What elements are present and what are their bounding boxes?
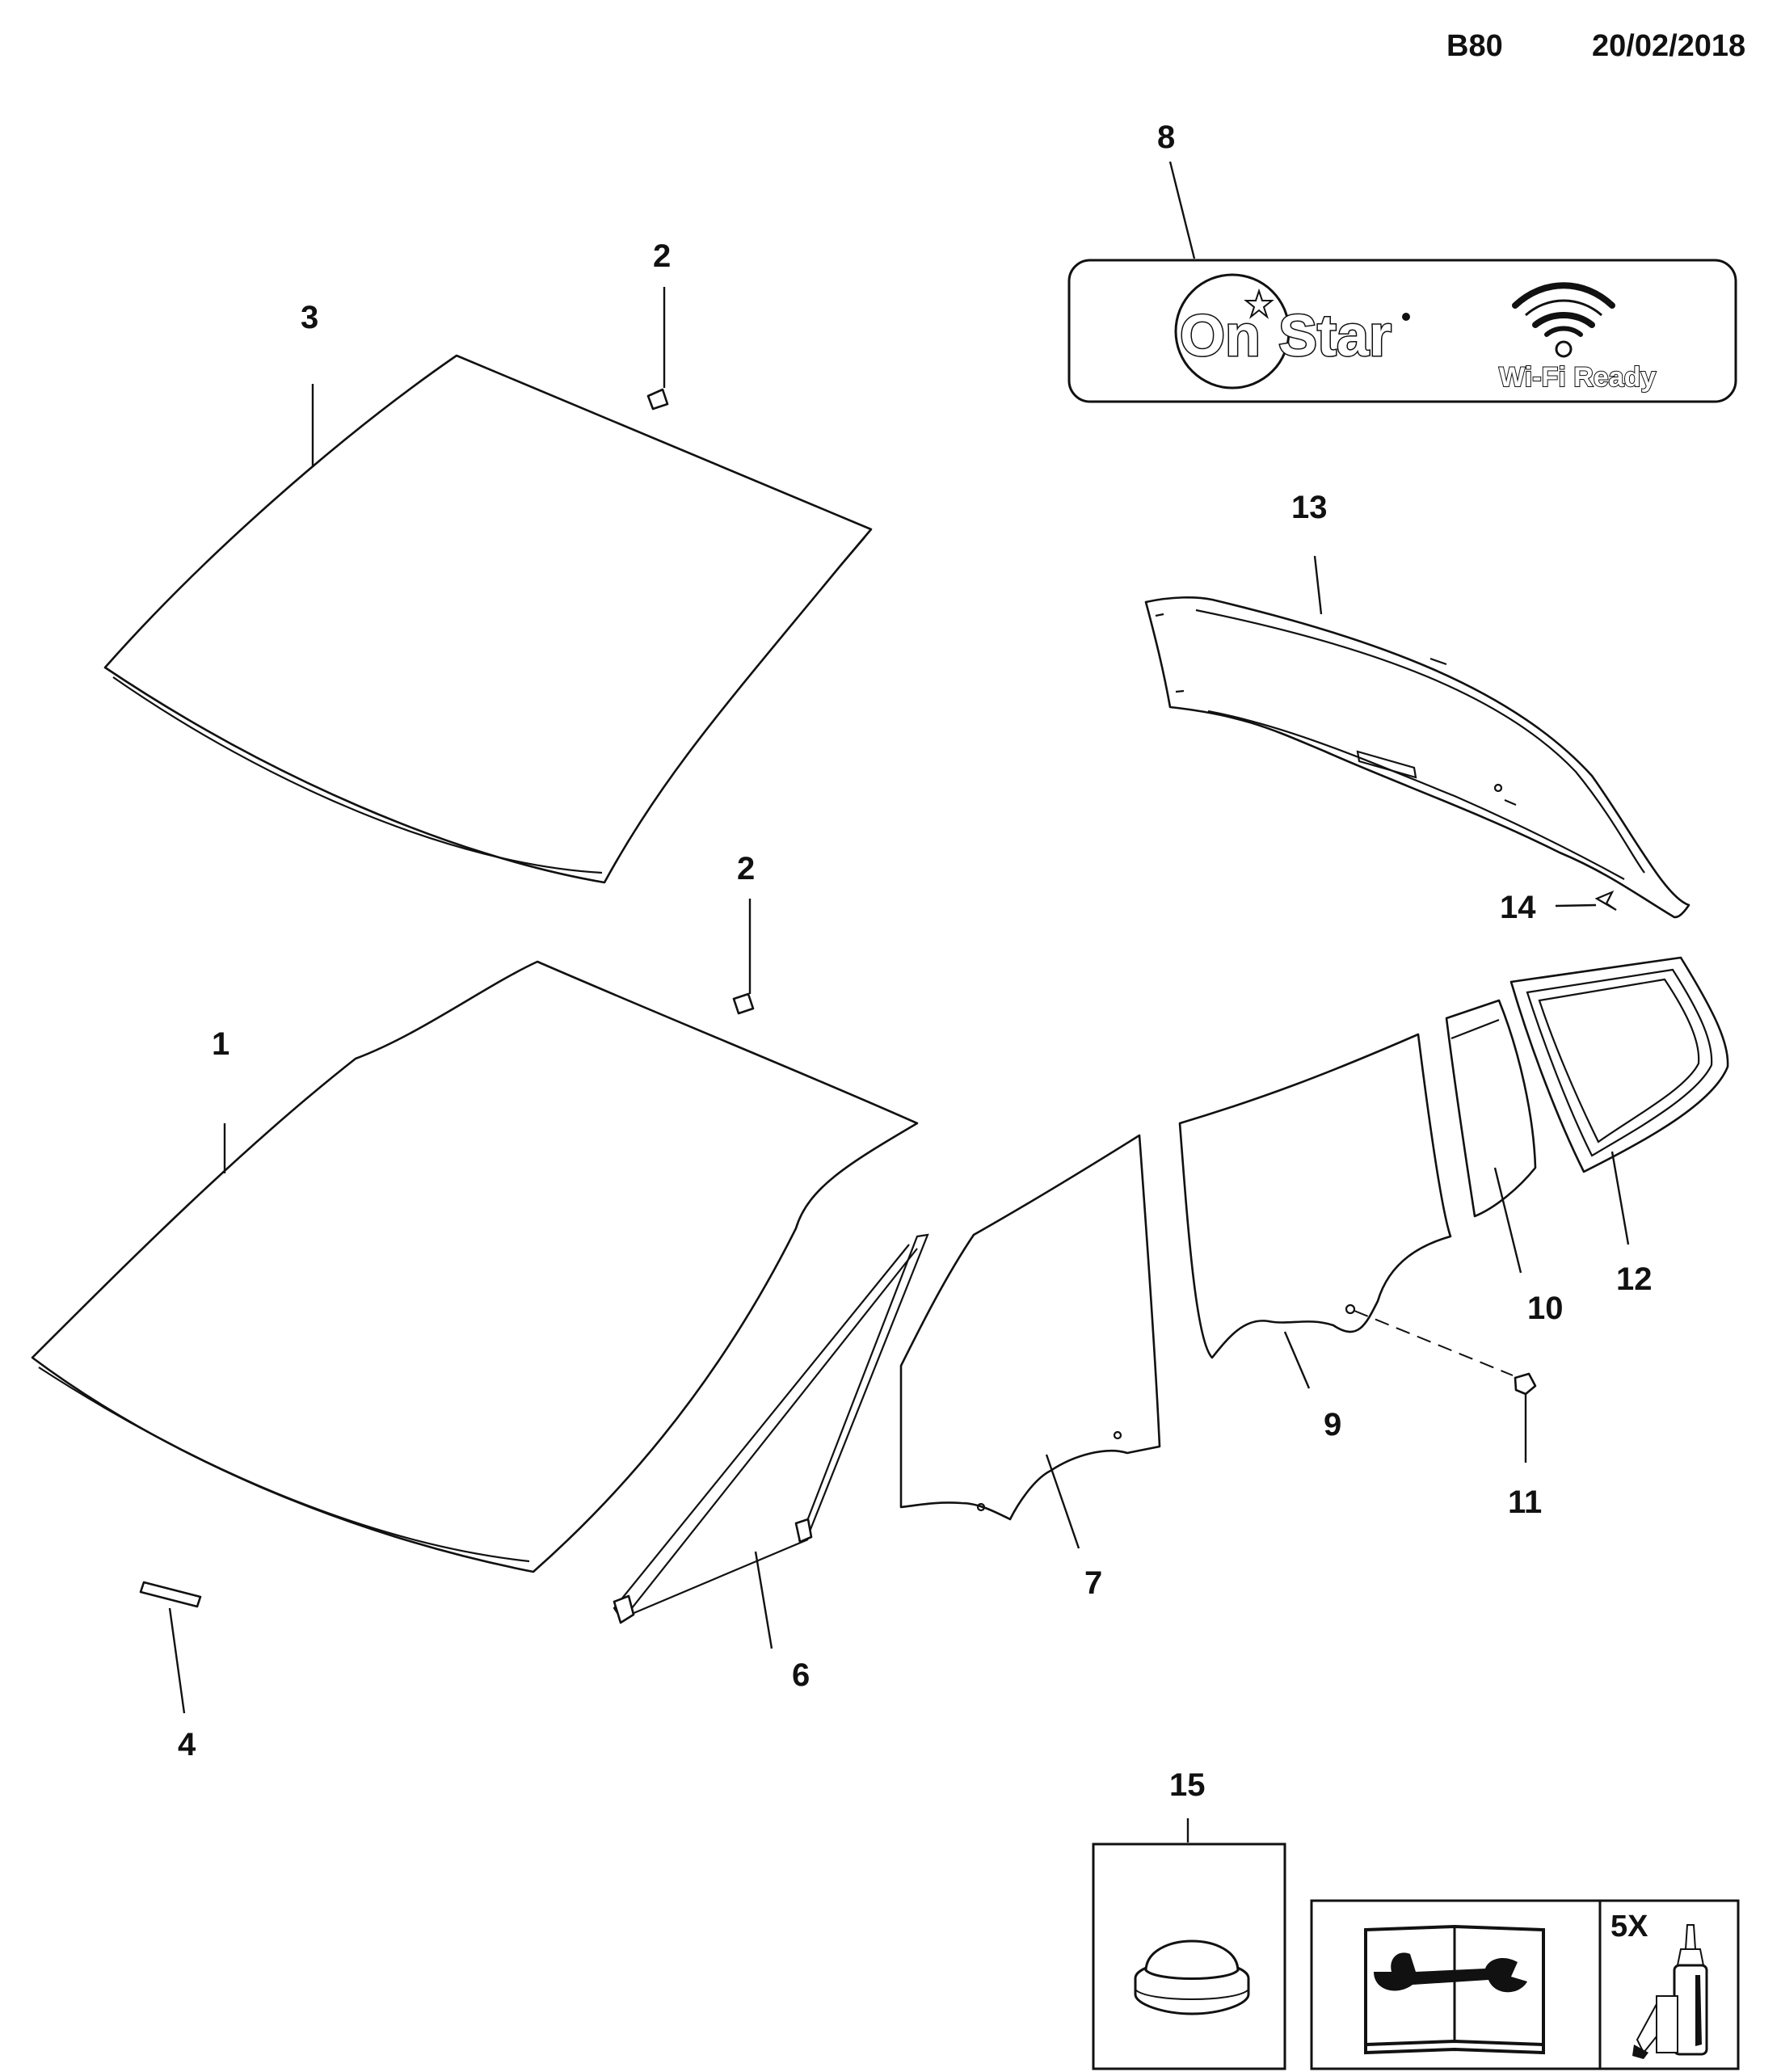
windshield-part-1 (31, 960, 919, 1573)
callout-8: 8 (1157, 120, 1175, 155)
callout-10: 10 (1527, 1291, 1564, 1326)
quantity-label: 5X (1610, 1910, 1648, 1944)
plug-cap-icon (1134, 1939, 1250, 2015)
callout-7: 7 (1084, 1565, 1102, 1601)
clip-dashed-leader (1354, 1310, 1514, 1376)
callout-13: 13 (1291, 490, 1328, 525)
trim-strip-part-4 (139, 1581, 202, 1608)
callout-1: 1 (212, 1026, 229, 1062)
callout-14: 14 (1500, 890, 1536, 925)
onstar-wifi-label-part-8: On Star Wi-Fi Ready (1067, 259, 1737, 403)
service-info-box: 5X (1310, 1899, 1740, 2070)
clip-part-11 (1514, 1372, 1537, 1396)
wifi-icon (1512, 282, 1615, 358)
plug-box-part-15 (1092, 1842, 1286, 2070)
onstar-logo: On Star (1174, 273, 1410, 390)
adhesive-bottle-icon (1632, 1924, 1708, 2059)
onstar-brand-star: Star (1278, 304, 1392, 368)
callout-15: 15 (1169, 1767, 1206, 1803)
quarter-glass-part-10 (1445, 999, 1537, 1218)
wifi-ready-text: Wi-Fi Ready (1499, 362, 1656, 393)
clip-part-2-upper (646, 388, 669, 411)
clip-hole (1345, 1303, 1356, 1315)
leader-lines (168, 161, 1630, 1842)
callout-6: 6 (792, 1657, 810, 1693)
quarter-window-seal-part-12 (1509, 956, 1729, 1173)
callout-2-upper: 2 (653, 238, 671, 274)
onstar-brand-on: On (1180, 304, 1261, 368)
callout-12: 12 (1616, 1261, 1653, 1297)
callout-9: 9 (1324, 1407, 1341, 1442)
callout-3: 3 (301, 300, 318, 335)
clip-part-14 (1594, 890, 1617, 911)
window-channel-part-6 (613, 1233, 929, 1624)
callout-2-lower: 2 (737, 851, 755, 886)
rear-door-glass-part-9 (1178, 1033, 1452, 1359)
callout-4: 4 (178, 1727, 196, 1762)
diagram-date: 20/02/2018 (1592, 29, 1746, 63)
repair-manual-icon (1364, 1924, 1545, 2055)
callout-numbers: 1 2 2 3 4 6 7 8 9 10 11 12 13 14 15 (178, 120, 1653, 1803)
clip-part-2-lower (732, 992, 755, 1015)
windshield-upper-part-3 (103, 354, 873, 884)
front-door-glass-part-7 (899, 1134, 1161, 1521)
rear-window-part-13 (1144, 596, 1690, 919)
diagram-code: B80 (1446, 29, 1503, 63)
callout-11: 11 (1508, 1485, 1542, 1520)
